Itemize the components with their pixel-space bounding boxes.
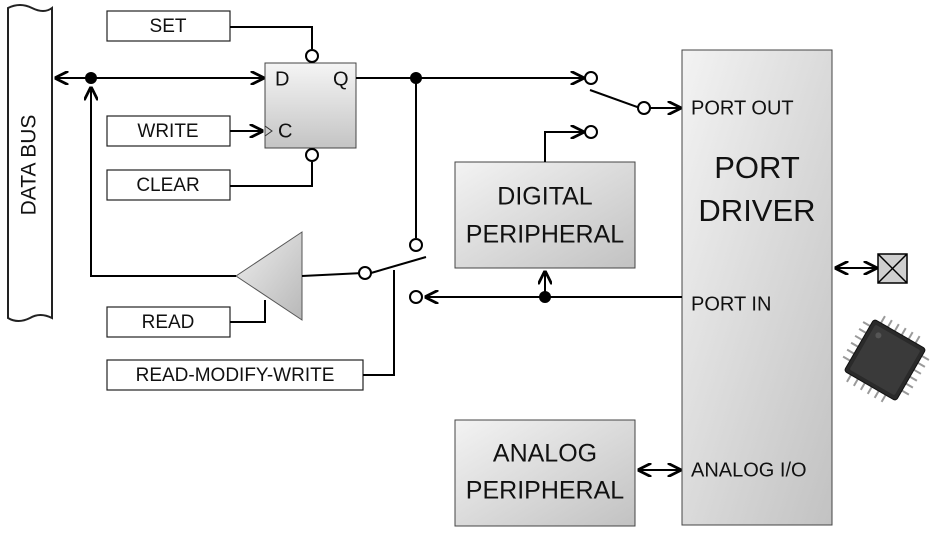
analog-line2: PERIPHERAL bbox=[466, 477, 624, 505]
write-label: WRITE bbox=[137, 121, 198, 142]
write-signal: WRITE bbox=[106, 115, 231, 147]
read-mux-contact-q bbox=[409, 238, 423, 252]
analog-io-label: ANALOG I/O bbox=[691, 459, 807, 481]
port-out-common bbox=[637, 101, 651, 115]
chip-icon bbox=[842, 315, 930, 403]
port-out-contact-digital bbox=[584, 125, 598, 139]
read-buffer bbox=[235, 231, 303, 321]
set-signal: SET bbox=[106, 10, 231, 42]
clear-label: CLEAR bbox=[136, 175, 199, 196]
analog-line1: ANALOG bbox=[493, 440, 597, 468]
rmw-signal: READ-MODIFY-WRITE bbox=[106, 359, 364, 391]
clear-signal: CLEAR bbox=[106, 169, 231, 201]
flip-flop: D Q C bbox=[264, 62, 357, 149]
port-out-label: PORT OUT bbox=[691, 97, 794, 119]
read-mux-contact-port-in bbox=[409, 290, 423, 304]
junction-bus bbox=[85, 72, 97, 84]
set-inversion bbox=[305, 49, 319, 63]
port-driver-title2: DRIVER bbox=[698, 193, 815, 228]
clear-inversion bbox=[305, 148, 319, 162]
ff-d-label: D bbox=[275, 68, 289, 90]
digital-peripheral: DIGITAL PERIPHERAL bbox=[454, 161, 636, 269]
digital-line2: PERIPHERAL bbox=[466, 221, 624, 249]
analog-peripheral: ANALOG PERIPHERAL bbox=[454, 419, 636, 527]
data-bus: DATA BUS bbox=[7, 4, 53, 322]
ff-c-label: C bbox=[278, 120, 292, 142]
set-label: SET bbox=[150, 16, 187, 37]
ff-q-label: Q bbox=[333, 68, 349, 90]
port-in-label: PORT IN bbox=[691, 293, 771, 315]
read-signal: READ bbox=[106, 306, 231, 338]
junction-q bbox=[410, 72, 422, 84]
port-driver-title1: PORT bbox=[714, 150, 800, 185]
junction-port-in bbox=[539, 291, 551, 303]
data-bus-label: DATA BUS bbox=[18, 115, 41, 216]
digital-line1: DIGITAL bbox=[497, 183, 592, 211]
rmw-label: READ-MODIFY-WRITE bbox=[136, 365, 335, 386]
port-driver: PORT DRIVER PORT OUT PORT IN ANALOG I/O bbox=[681, 49, 833, 526]
pin-icon bbox=[877, 253, 908, 284]
port-out-contact-q bbox=[584, 71, 598, 85]
read-mux-common bbox=[358, 266, 372, 280]
read-label: READ bbox=[142, 312, 195, 333]
